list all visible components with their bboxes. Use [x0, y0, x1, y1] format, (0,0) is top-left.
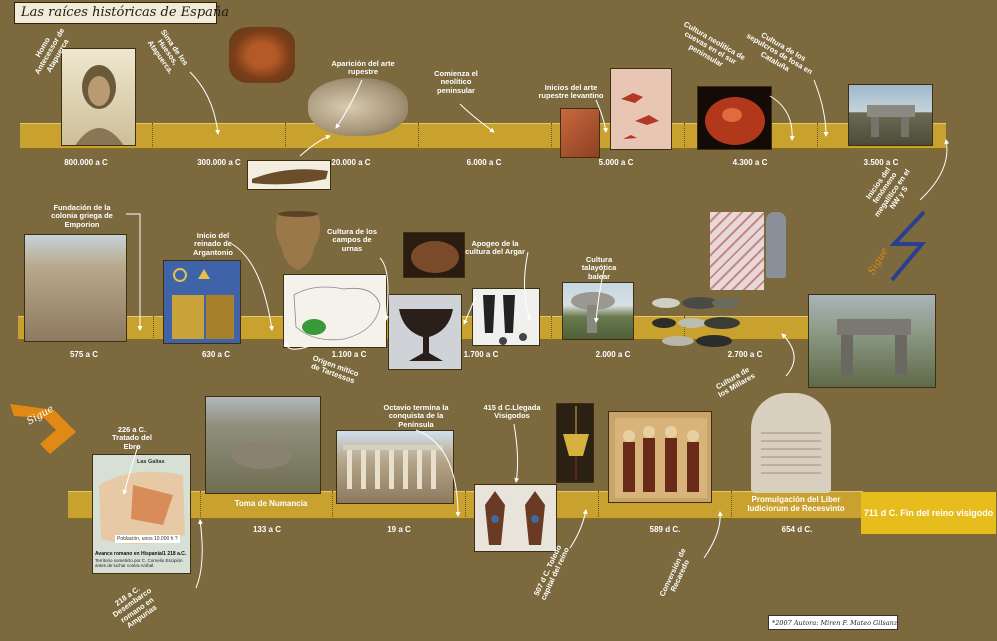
tick: [152, 123, 153, 147]
tick: [551, 316, 552, 338]
date-label: 654 d C.: [781, 525, 813, 534]
map-note: Territorio someticlo por C. Cornelio Esc…: [95, 558, 183, 568]
event-liber-iudiciorum: Promulgación del Liber Iudiciorum de Rec…: [747, 495, 845, 513]
event-emporion: Fundación de la colonia griega de Empori…: [51, 203, 113, 229]
tick: [285, 123, 286, 147]
deer-rock-art-image: [610, 68, 672, 150]
idol-plaque-image: [710, 212, 764, 290]
tick: [465, 491, 466, 517]
talayot-image: [562, 282, 634, 340]
date-label: 575 a C: [69, 350, 99, 359]
event-argantonio: Inicio del reinado de Argantonio: [193, 231, 233, 257]
council-manuscript-image: [608, 411, 712, 503]
event-sepulcros-fosa: Cultura de los sepulcros de fosa en Cata…: [739, 24, 819, 85]
tick: [817, 123, 818, 147]
event-talayotica: Cultura talayótica balear: [581, 255, 617, 281]
event-argar: Apogeo de la cultura del Argar: [465, 239, 525, 257]
author-credit: *2007 Autora: Miren F. Mateo Gilsanz: [768, 615, 898, 630]
date-label: 630 a C: [201, 350, 231, 359]
numancia-aerial-image: [205, 396, 321, 494]
homo-portrait-image: [61, 48, 136, 146]
argar-cup-image: [388, 294, 462, 370]
date-label: 3.500 a C: [863, 158, 899, 167]
stone-tool-image: [247, 160, 331, 190]
sigue-arrow-shape: [10, 404, 76, 454]
event-campos-urnas: Cultura de los campos de urnas: [326, 227, 377, 253]
event-sima-huesos: Sima de los Huesos, Atapuerca.: [141, 23, 193, 82]
map-caption: Avance romano en Hispania/1 218 a.C.: [95, 551, 187, 557]
argar-weapons-image: [472, 288, 540, 346]
emporion-ruins-image: [24, 234, 127, 342]
tick: [332, 491, 333, 517]
event-recaredo: Conversión de Recaredo: [657, 545, 697, 605]
date-label: 2.000 a C: [595, 350, 631, 359]
date-label: 1.100 a C: [331, 350, 367, 359]
event-ampurias: 218 a C. Desembarco romano en Ampurias: [97, 573, 174, 641]
date-label: 4.300 a C: [732, 158, 768, 167]
tick: [418, 123, 419, 147]
map-header: Las Galias: [137, 459, 165, 465]
event-numancia: Toma de Numancia: [234, 499, 308, 508]
final-event-box: 711 d C. Fin del reino visigodo: [861, 492, 996, 534]
date-label: 5.000 a C: [598, 158, 634, 167]
event-arte-rupestre: Aparición del arte rupestre: [331, 59, 395, 77]
roman-advance-map: Las Galias Población, unos 10.000 h ? Av…: [92, 454, 191, 574]
tick: [684, 123, 685, 147]
event-text: Sima de los Huesos, Atapuerca.: [145, 27, 191, 76]
stone-axes-image: [648, 293, 744, 353]
tick: [551, 123, 552, 147]
map-population: Población, unos 10.000 h ?: [115, 535, 180, 543]
tick: [731, 491, 732, 517]
zigzag-arrow: [889, 210, 927, 282]
date-label: 20.000 a C: [331, 158, 371, 167]
cave-rock-image: [308, 78, 408, 136]
eagle-fibulae-image: [474, 484, 557, 552]
bison-cave-painting-image: [229, 27, 295, 83]
event-tratado-ebro: 226 a C. Tratado del Ebro: [111, 425, 152, 451]
event-millares: Cultura de los Millares: [711, 364, 759, 402]
event-text: Cultura de los sepulcros de fosa en Cata…: [744, 30, 814, 77]
date-label: 300.000 a C: [197, 158, 241, 167]
event-cuevas-sur: Cultura neolítica de cuevas en el sur pe…: [664, 15, 756, 83]
event-visigodos: 415 d C.Llegada Visigodos: [483, 403, 541, 421]
date-label: 1.700 a C: [463, 350, 499, 359]
date-label: 19 a C: [387, 525, 411, 534]
megalith-image: [808, 294, 936, 388]
event-neolitico: Comienza el neolítico peninsular: [434, 69, 478, 95]
visigoth-crown-image: [556, 403, 594, 483]
event-octavio: Octavio termina la conquista de la Penín…: [383, 403, 449, 429]
timeline-band-1: [20, 123, 946, 149]
tick: [200, 491, 201, 517]
event-text: Conversión de Recaredo: [657, 546, 692, 598]
argar-vessel-image: [403, 232, 465, 278]
levantine-rock-art-image: [560, 108, 600, 158]
event-text: Cultura de los Millares: [714, 364, 757, 400]
date-label: 133 a C: [252, 525, 282, 534]
liber-iudiciorum-image: [751, 393, 831, 493]
page-title: Las raíces históricas de España: [14, 2, 229, 24]
date-label: 2.700 a C: [727, 350, 763, 359]
funerary-urn-image: [272, 208, 324, 274]
merida-theatre-image: [336, 430, 454, 504]
event-arte-levantino: Inicios del arte rupestre levantino: [538, 83, 604, 101]
event-text: Cultura neolítica de cuevas en el sur pe…: [682, 19, 747, 69]
event-text: 218 a C. Desembarco romano en Ampurias: [111, 584, 159, 631]
urnfield-map-image: [283, 274, 387, 348]
tick: [153, 316, 154, 338]
argantonio-treasure-image: [163, 260, 241, 344]
dolmen-image: [848, 84, 933, 146]
date-label: 6.000 a C: [466, 158, 502, 167]
idol-figure-image: [766, 212, 786, 278]
neolithic-pot-image: [697, 86, 772, 150]
date-label: 800.000 a C: [64, 158, 108, 167]
tick: [598, 491, 599, 517]
date-label: 589 d C.: [649, 525, 681, 534]
